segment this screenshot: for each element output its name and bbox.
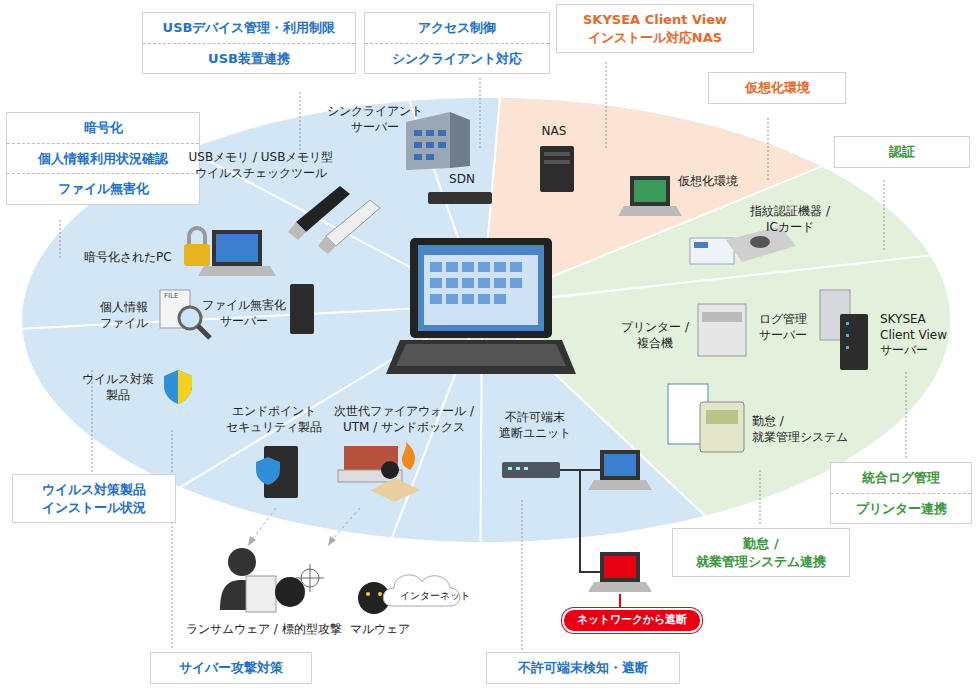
device-label: 指紋認証機器 / ICカード	[736, 204, 844, 235]
feature-text: ネットワークから遮断	[564, 610, 700, 631]
feature-text: 不許可端末検知・遮断	[487, 653, 679, 683]
device-label: ログ管理 サーバー	[748, 312, 818, 343]
device-label: 勤怠 / 就業管理システム	[752, 414, 866, 445]
feature-text: 認証	[835, 137, 969, 167]
feature-text: 勤怠 / 就業管理システム連携	[673, 529, 849, 576]
device-label: 暗号化されたPC	[84, 250, 184, 266]
feature-text: プリンター連携	[831, 493, 971, 524]
feature-box: 不許可端末検知・遮断	[486, 652, 680, 684]
device-label: ランサムウェア / 標的型攻撃	[186, 622, 366, 638]
feature-text: 暗号化	[7, 113, 199, 143]
feature-box: アクセス制御シンクライアント対応	[364, 12, 550, 74]
device-label: 仮想化環境	[678, 174, 762, 190]
device-label: シンクライアント サーバー	[316, 104, 434, 135]
feature-text: 個人情報利用状況確認	[7, 143, 199, 174]
device-label: NAS	[534, 124, 574, 140]
feature-text: アクセス制御	[365, 13, 549, 43]
device-label: SKYSEA Client View サーバー	[880, 312, 960, 359]
feature-text: SKYSEA Client View インストール対応NAS	[557, 5, 753, 52]
feature-box: ウイルス対策製品 インストール状況	[12, 474, 176, 523]
feature-text: ウイルス対策製品 インストール状況	[13, 475, 175, 522]
alert-pill: ネットワークから遮断	[562, 608, 702, 633]
device-label: USBメモリ / USBメモリ型 ウイルスチェックツール	[186, 150, 336, 181]
feature-text: サイバー攻撃対策	[151, 653, 311, 683]
device-label: FILE	[164, 292, 192, 301]
feature-text: シンクライアント対応	[365, 43, 549, 74]
feature-box: USBデバイス管理・利用制限USB装置連携	[142, 12, 356, 74]
feature-box: 勤怠 / 就業管理システム連携	[672, 528, 850, 577]
feature-text: 仮想化環境	[709, 73, 845, 103]
device-label: 次世代ファイアウォール / UTM / サンドボックス	[322, 404, 486, 435]
device-label: ファイル無害化 サーバー	[198, 298, 290, 329]
feature-box: 統合ログ管理プリンター連携	[830, 462, 972, 524]
device-label: 個人情報 ファイル	[92, 300, 156, 331]
feature-text: USB装置連携	[143, 43, 355, 74]
device-label: インターネット	[398, 589, 472, 602]
feature-text: 統合ログ管理	[831, 463, 971, 493]
feature-box: 暗号化個人情報利用状況確認ファイル無害化	[6, 112, 200, 205]
device-label: エンドポイント セキュリティ製品	[214, 404, 334, 435]
feature-box: 仮想化環境	[708, 72, 846, 104]
feature-text: ファイル無害化	[7, 173, 199, 204]
feature-box: 認証	[834, 136, 970, 168]
feature-box: SKYSEA Client View インストール対応NAS	[556, 4, 754, 53]
device-label: SDN	[442, 172, 482, 188]
device-label: プリンター / 複合機	[614, 320, 696, 351]
device-label: マルウェア	[350, 622, 430, 638]
device-label: 不許可端末 遮断ユニット	[490, 410, 580, 441]
feature-box: サイバー攻撃対策	[150, 652, 312, 684]
device-label: ウイルス対策 製品	[76, 372, 160, 403]
feature-text: USBデバイス管理・利用制限	[143, 13, 355, 43]
